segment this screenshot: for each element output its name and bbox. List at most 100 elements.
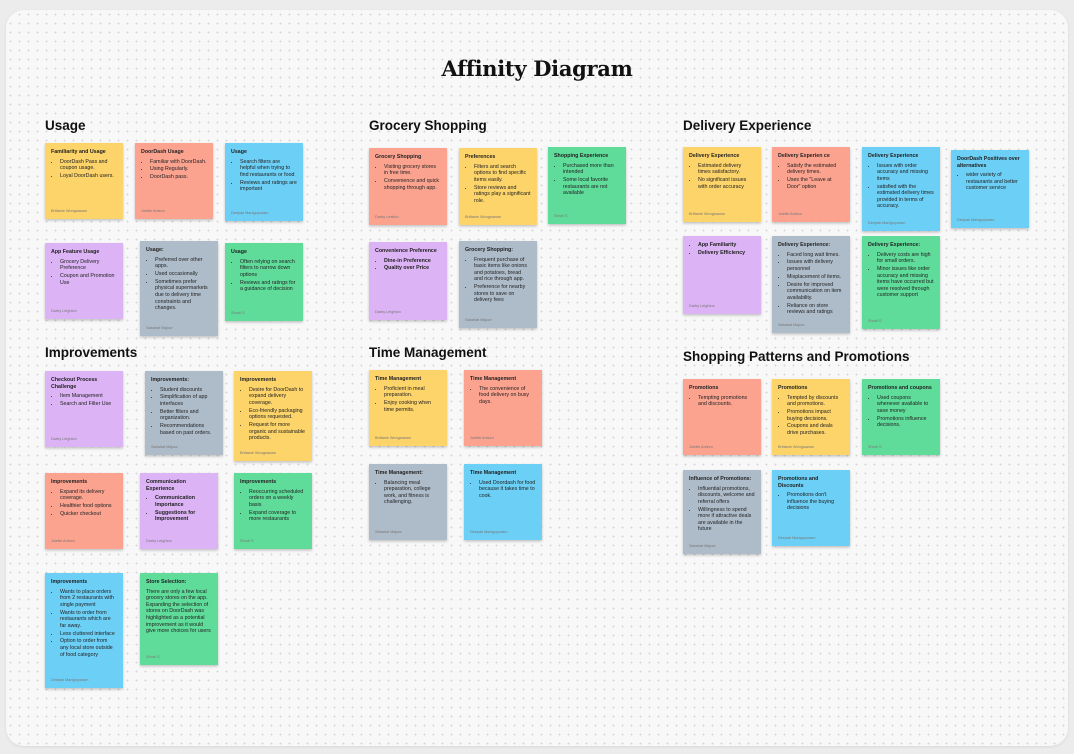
note-title: Improvements [240,479,277,485]
sticky-note[interactable]: UsageSearch filters are helpful when try… [225,143,303,221]
sticky-note[interactable]: PromotionsTempted by discounts and promo… [772,379,850,455]
note-bullet-list: Filters and search options to find speci… [465,164,531,205]
note-bullet-list: Dine-in PreferenceQuality over Price [375,258,441,272]
sticky-note[interactable]: Improvements:Student discountsSimplifica… [145,371,223,455]
note-bullet-list: Grocery Delivery PreferenceCoupon and Pr… [51,259,117,287]
note-bullet: Tempting promotions and discounts. [698,395,755,408]
sticky-note[interactable]: Delivery ExperienceIssues with order acc… [862,147,940,231]
note-title: App Feature Usage [51,249,100,255]
note-title: Familiarity and Usage [51,149,106,155]
note-author: Sabahat Majoor [151,445,178,450]
sticky-note[interactable]: Delivery ExperienceEstimated delivery ti… [683,147,761,222]
note-bullet-list: Visiting grocery stores in free time.Con… [375,164,441,192]
note-bullet: Used occasionally [155,271,212,278]
note-bullet: Visiting grocery stores in free time. [384,164,441,177]
note-bullet: Tempted by discounts and promotions. [787,395,844,408]
note-title: Influence of Promotions: [689,476,752,482]
note-bullet: Proficient in meal preparation. [384,386,441,399]
note-author: Sabahat Majoor [465,318,492,323]
note-bullet: Enjoy cooking when time permits. [384,400,441,413]
note-bullet-list: Purchased more than intendedSome local f… [554,163,620,197]
sticky-note[interactable]: Promotions and DiscountsPromotions don't… [772,470,850,546]
sticky-note[interactable]: ImprovementsExpand its delivery coverage… [45,473,123,549]
note-title: Time Management [375,376,422,382]
sticky-note[interactable]: Familiarity and UsageDoorDash Pass and c… [45,143,123,219]
note-author: Darby Leighton [146,539,172,544]
cluster-title-time-management: Time Management [369,345,487,360]
note-bullet: Sometimes prefer physical supermarkets d… [155,279,212,312]
note-bullet: Filters and search options to find speci… [474,164,531,184]
cluster-title-improvements: Improvements [45,345,138,360]
sticky-note[interactable]: PreferencesFilters and search options to… [459,148,537,225]
note-bullet: Used coupons whenever available to save … [877,395,934,415]
note-bullet-list: Delivery costs are high for small orders… [868,252,934,299]
sticky-note[interactable]: ImprovementsDesire for DoorDash to expan… [234,371,312,461]
note-author: Darby Leighton [51,437,77,442]
sticky-note[interactable]: Delivery Experience:Delivery costs are h… [862,236,940,329]
note-bullet: Using Regularly. [150,166,207,173]
sticky-note[interactable]: Usage:Preferred over other apps.Used occ… [140,241,218,336]
note-bullet: Reviews and ratings are important [240,180,297,193]
sticky-note[interactable]: Time Management:Balancing meal preparati… [369,464,447,540]
sticky-note[interactable]: DoorDash Positives over alternativeswide… [951,150,1029,228]
note-author: Darby Leighton [375,310,401,315]
sticky-note[interactable]: Store Selection:There are only a few loc… [140,573,218,665]
note-title: Improvements [51,579,88,585]
note-bullet: Misplacement of items. [787,274,844,281]
note-bullet-list: Used coupons whenever available to save … [868,395,934,429]
note-title: Promotions and coupons [868,385,932,391]
sticky-note[interactable]: Shopping ExperiencePurchased more than i… [548,147,626,224]
note-bullet: Search filters are helpful when trying t… [240,159,297,179]
note-author: Deepak Manigopuram [470,530,508,535]
note-title: Delivery Experience [868,153,919,159]
note-author: Jolette Antezo [778,212,802,217]
note-title: Store Selection: [146,579,187,585]
sticky-note[interactable]: App FamiliarityDelivery EfficiencyDarby … [683,236,761,314]
note-bullet: Recommendations based on past orders. [160,423,217,436]
sticky-note[interactable]: Convenience PreferenceDine-in Preference… [369,242,447,320]
note-bullet-list: Reoccurring scheduled orders on a weekly… [240,489,306,523]
note-author: Shruti S [868,319,882,324]
sticky-note[interactable]: Delivery Experience:Faced long wait time… [772,236,850,333]
note-author: Jolette Antezo [689,445,713,450]
note-bullet: Wants to order from restaurants which ar… [60,610,117,630]
note-author: Deepak Manigopuram [778,536,816,541]
note-bullet-list: Frequent purchase of basic items like on… [465,257,531,304]
diagram-title: Affinity Diagram [441,56,633,81]
note-title: Delivery Experien ce [778,153,830,159]
note-author: Sabahat Majoor [146,326,173,331]
note-author: Shruti S [868,445,882,450]
sticky-note[interactable]: UsageOften relying on search filters to … [225,243,303,321]
sticky-note[interactable]: ImprovementsReoccurring scheduled orders… [234,473,312,549]
note-bullet-list: Familiar with DoorDash.Using Regularly.D… [141,159,207,181]
sticky-note[interactable]: DoorDash UsageFamiliar with DoorDash.Usi… [135,143,213,219]
note-title: DoorDash Usage [141,149,184,155]
note-author: Sabahat Majoor [689,544,716,549]
note-bullet: Influential promotions, discounts, welco… [698,486,755,506]
sticky-note[interactable]: Delivery Experien ceSatisfy the estimate… [772,147,850,222]
sticky-note[interactable]: Influence of Promotions: Influential prom… [683,470,761,554]
sticky-note[interactable]: Communication ExperienceCommunication Im… [140,473,218,549]
note-bullet: Grocery Delivery Preference [60,259,117,272]
sticky-note[interactable]: Promotions and couponsUsed coupons whene… [862,379,940,455]
cluster-title-shopping-patterns: Shopping Patterns and Promotions [683,349,910,364]
note-title: Promotions [689,385,719,391]
sticky-note[interactable]: ImprovementsWants to place orders from 2… [45,573,123,688]
sticky-note[interactable]: Checkout Process ChallengeItem Managemen… [45,371,123,447]
sticky-note[interactable]: PromotionsTempting promotions and discou… [683,379,761,455]
sticky-note[interactable]: Time ManagementUsed Doordash for food be… [464,464,542,540]
sticky-note[interactable]: Grocery ShoppingVisiting grocery stores … [369,148,447,225]
note-title: Convenience Preference [375,248,437,254]
sticky-note[interactable]: Grocery Shopping:Frequent purchase of ba… [459,241,537,328]
sticky-note[interactable]: Time ManagementProficient in meal prepar… [369,370,447,446]
note-bullet-list: Preferred over other apps.Used occasiona… [146,257,212,312]
note-bullet: Delivery costs are high for small orders… [877,252,934,265]
note-bullet-list: Promotions don't influence the buying de… [778,492,844,512]
note-bullet: Estimated delivery times satisfactory. [698,163,755,176]
note-bullet: wider variety of restaurants and better … [966,172,1023,192]
note-bullet-list: Issues with order accuracy and missing i… [868,163,934,210]
note-bullet: Search and Filter Use [60,401,117,408]
note-bullet-list: Expand its delivery coverage.Healthier f… [51,489,117,518]
sticky-note[interactable]: Time ManagementThe convenience of food d… [464,370,542,446]
